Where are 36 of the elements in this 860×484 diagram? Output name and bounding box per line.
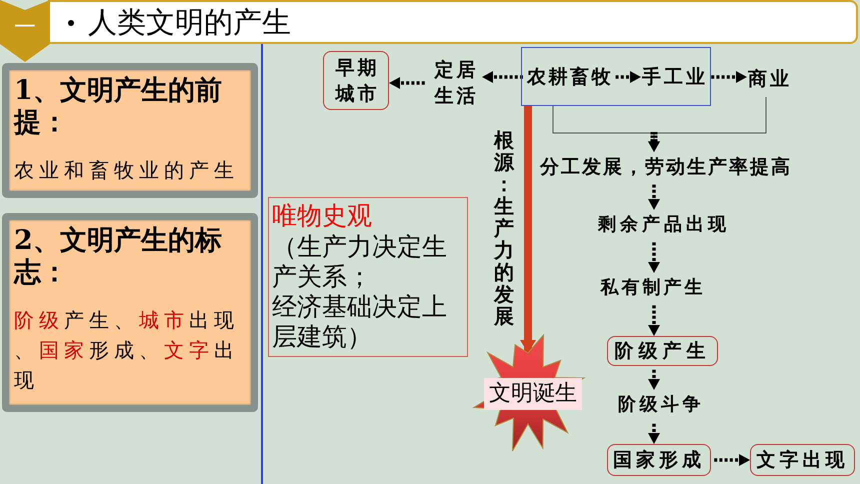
arrow: [614, 71, 641, 83]
section-number: 一: [13, 14, 37, 42]
step-text: 商业: [747, 61, 793, 97]
step-text: 分工发展，劳动生产率提高: [536, 152, 796, 182]
arrow: [648, 182, 660, 210]
burst-label: 文明诞生: [484, 378, 582, 410]
chevron-badge: [0, 0, 50, 62]
step-box: 国家形成: [607, 444, 711, 476]
step-text: 手工业: [641, 62, 709, 92]
note-frame: [268, 197, 468, 357]
group-frame: [521, 47, 711, 106]
step-box: 阶级产生: [607, 336, 718, 366]
arrow: [711, 454, 750, 466]
page-title: 人类文明的产生: [88, 4, 291, 41]
step-text: 定居生活: [428, 56, 482, 110]
arrow: [389, 77, 428, 89]
starburst: [470, 333, 586, 453]
edge-label: 根源：生产力的发展: [493, 129, 515, 327]
arrow: [520, 106, 536, 353]
step-text: 农耕畜牧: [526, 62, 614, 92]
panel-text: 阶级产生、城市出现、国家形成、文字出现: [14, 307, 240, 394]
arrow: [709, 71, 747, 83]
note-heading: 唯物史观: [272, 200, 373, 232]
note-text: （生产力决定生产关系；: [272, 232, 448, 292]
step-text: 剩余产品出现: [597, 210, 731, 238]
info-panel: [2, 213, 258, 412]
step-box: 文字出现: [750, 444, 855, 476]
panel-heading: 1、文明产生的前提：: [14, 75, 223, 139]
note-text: 经济基础决定上层建筑）: [272, 292, 448, 352]
step-text: 私有制产生: [599, 273, 707, 301]
info-panel: [2, 63, 258, 198]
panel-heading: 2、文明产生的标志：: [14, 225, 223, 289]
panel-text: 农业和畜牧业的产生: [14, 157, 240, 184]
arrow: [482, 71, 526, 83]
step-box: 早期城市: [323, 51, 389, 110]
step-text: 阶级斗争: [617, 390, 705, 418]
